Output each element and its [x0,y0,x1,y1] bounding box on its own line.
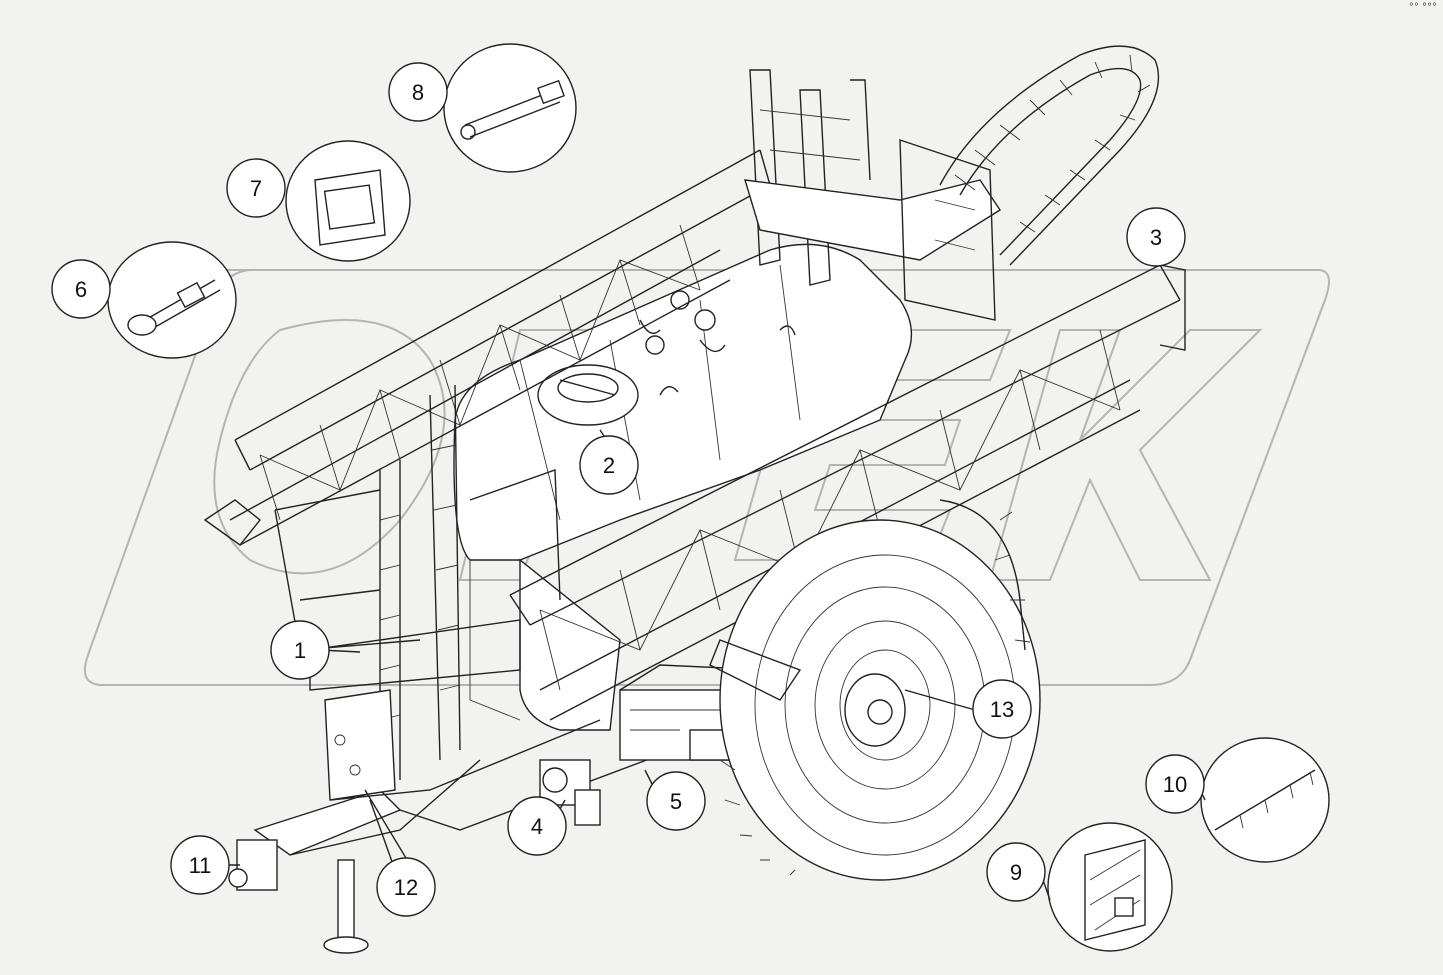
callout-9: 9 [986,842,1046,902]
callout-1-label: 1 [294,638,306,663]
accessory-7-terminal [285,140,411,262]
callout-9-label: 9 [1010,860,1022,885]
lift-mast [744,69,1001,321]
callout-10: 10 [1145,754,1205,814]
callout-12: 12 [376,857,436,917]
callout-11-label: 11 [189,853,212,878]
left-boom [203,149,771,546]
callout-4: 4 [507,796,567,856]
wheel [709,499,1041,881]
hose-chain [939,45,1160,266]
accessory-8-cylinder [443,43,577,173]
callout-1: 1 [270,620,330,680]
chassis-drawbar [228,689,701,954]
callout-8: 8 [388,62,448,122]
corner-mark: °° °°° [1408,2,1437,13]
callout-7-label: 7 [250,176,262,201]
callout-4-label: 4 [531,814,543,839]
callout-8-label: 8 [412,80,424,105]
callout-6-label: 6 [75,277,87,302]
callout-7: 7 [226,158,286,218]
callout-10-label: 10 [1163,772,1187,797]
callout-13-label: 13 [990,697,1014,722]
callout-12-label: 12 [394,875,418,900]
callout-11: 11 [170,835,230,895]
callout-3-label: 3 [1150,225,1162,250]
accessory-10-nozzle-line [1200,737,1330,863]
accessory-6-pto-shaft [107,241,237,359]
accessory-9-warning-plate [1047,822,1173,952]
callout-2: 2 [579,435,639,495]
callout-3: 3 [1126,207,1186,267]
callout-2-label: 2 [603,453,615,478]
callout-6: 6 [51,259,111,319]
callout-5: 5 [646,771,706,831]
callout-13: 13 [972,679,1032,739]
callout-5-label: 5 [670,789,682,814]
